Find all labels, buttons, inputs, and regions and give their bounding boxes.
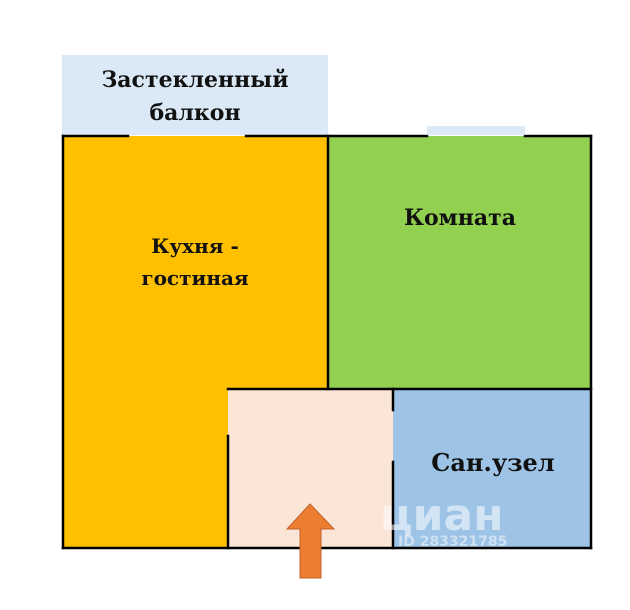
room-label: Комната — [403, 205, 517, 231]
balcony-area — [62, 55, 328, 135]
watermark-brand: циан — [380, 490, 504, 541]
entrance-arrow-icon — [285, 503, 336, 579]
bedroom-area — [328, 136, 591, 389]
kitchen-living-room-label: Кухня - гостиная — [141, 234, 249, 290]
watermark-logo: циан — [380, 490, 504, 541]
balcony-label: Застекленный балкон — [101, 67, 289, 126]
bathroom-area — [393, 389, 591, 548]
window-marker — [427, 126, 525, 135]
watermark-id: ID 283321785 — [398, 534, 508, 550]
kitchen-living-room-upper — [63, 136, 328, 389]
bathroom-label: Сан.узел — [431, 448, 555, 477]
kitchen-living-room-lower — [63, 388, 228, 548]
